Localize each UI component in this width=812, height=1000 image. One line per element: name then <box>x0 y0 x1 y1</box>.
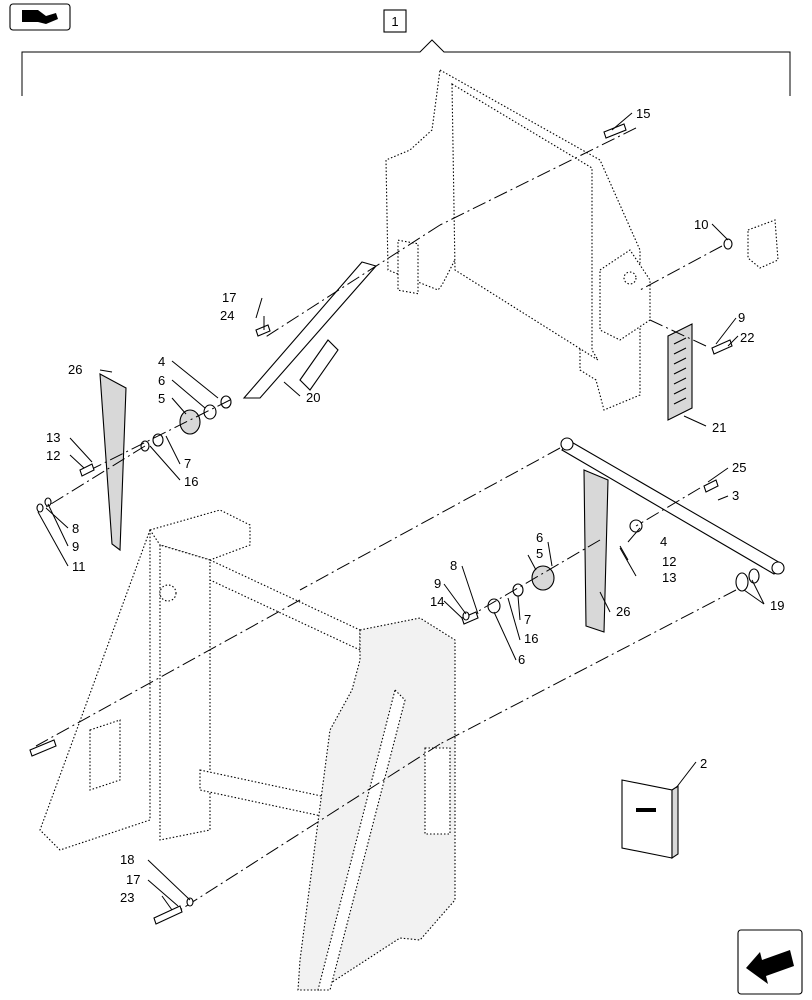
fasteners <box>29 123 733 925</box>
callout-labels: 15 10 17 24 9 22 20 21 26 4 6 5 13 12 7 … <box>46 106 784 905</box>
callout-23: 23 <box>120 890 134 905</box>
callout-17: 17 <box>126 872 140 887</box>
assembly-bracket <box>21 39 791 96</box>
callout-3: 3 <box>732 488 739 503</box>
callout-4: 4 <box>660 534 667 549</box>
callout-16: 16 <box>184 474 198 489</box>
screen-frame <box>385 69 651 411</box>
callout-20: 20 <box>306 390 320 405</box>
callout-12: 12 <box>46 448 60 463</box>
callout-7: 7 <box>524 612 531 627</box>
callout-15: 15 <box>636 106 650 121</box>
callout-12: 12 <box>662 554 676 569</box>
callout-5: 5 <box>158 391 165 406</box>
callout-17: 17 <box>222 290 236 305</box>
operator-manual <box>621 779 679 860</box>
callout-11: 11 <box>72 559 86 574</box>
perforated-plate <box>667 323 693 421</box>
screen-bracket <box>242 261 377 399</box>
callout-26: 26 <box>616 604 630 619</box>
callout-26: 26 <box>68 362 82 377</box>
callout-4: 4 <box>158 354 165 369</box>
callout-21: 21 <box>712 420 726 435</box>
seal-strip-right <box>583 469 609 633</box>
alignment-lines <box>35 127 737 911</box>
assembly-callout-text: 1 <box>391 14 398 29</box>
callout-10: 10 <box>694 217 708 232</box>
callout-7: 7 <box>184 456 191 471</box>
hinge-bracket <box>747 219 779 269</box>
callout-9: 9 <box>72 539 79 554</box>
book-arrow-icon[interactable] <box>9 3 71 31</box>
next-arrow-icon[interactable] <box>737 929 803 995</box>
callout-6: 6 <box>158 373 165 388</box>
callout-8: 8 <box>450 558 457 573</box>
seal-strip-left <box>99 373 127 552</box>
assembly-callout-box <box>383 9 407 33</box>
callout-24: 24 <box>220 308 234 323</box>
callout-13: 13 <box>662 570 676 585</box>
callout-2: 2 <box>700 756 707 771</box>
callout-6: 6 <box>518 652 525 667</box>
callout-25: 25 <box>732 460 746 475</box>
callout-8: 8 <box>72 521 79 536</box>
callout-14: 14 <box>430 594 444 609</box>
callout-9: 9 <box>434 576 441 591</box>
callout-19: 19 <box>770 598 784 613</box>
callout-9: 9 <box>738 310 745 325</box>
callout-13: 13 <box>46 430 60 445</box>
lower-frame <box>39 509 456 991</box>
callout-16: 16 <box>524 631 538 646</box>
callout-6: 6 <box>536 530 543 545</box>
leader-lines <box>37 112 765 911</box>
callout-18: 18 <box>120 852 134 867</box>
callout-22: 22 <box>740 330 754 345</box>
callout-5: 5 <box>536 546 543 561</box>
support-rod <box>560 437 785 575</box>
roller-assembly-left <box>140 395 232 452</box>
roller-assembly-right <box>487 519 643 614</box>
